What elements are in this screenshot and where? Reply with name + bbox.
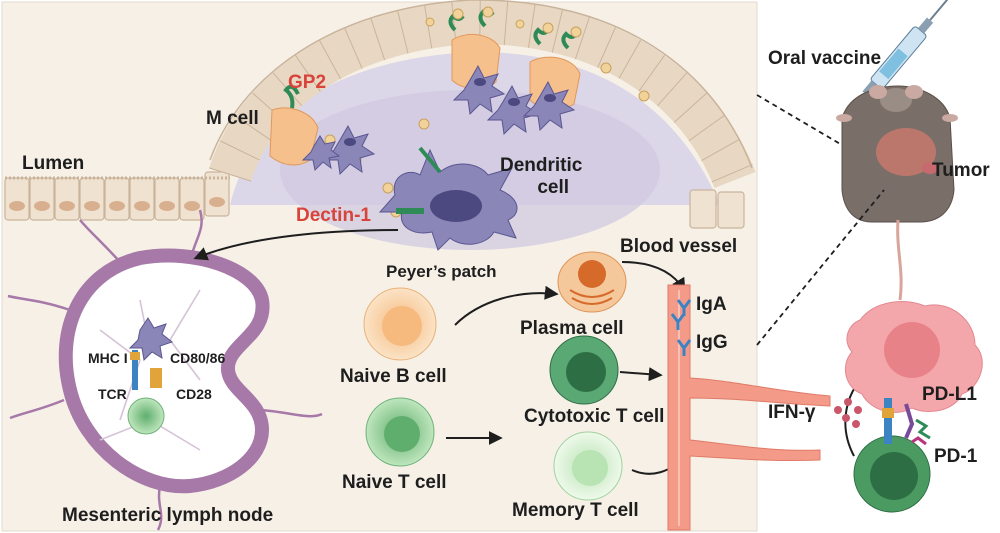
cd80-86-label: CD80/86	[170, 350, 226, 366]
epithelium-left	[4, 171, 230, 221]
peyers-patch-label: Peyer’s patch	[386, 262, 497, 281]
m-cell-label: M cell	[206, 108, 259, 129]
effector-t-cell-icon	[853, 398, 931, 513]
mhc1-label: MHC I	[88, 350, 128, 366]
naive-b-label: Naive B cell	[340, 366, 447, 387]
tumor-cell-icon	[844, 301, 983, 413]
arrow-cytotoxic-to-vessel	[619, 367, 663, 382]
epithelium-apical	[209, 0, 753, 169]
naive-t-cell-icon	[365, 397, 435, 467]
large-dendritic-cell-icon	[378, 146, 518, 251]
tcr-label: TCR	[98, 386, 127, 402]
arrow-b-to-plasma	[454, 285, 559, 326]
cytotoxic-t-cell-icon	[549, 335, 619, 405]
gp2-receptor-icon	[283, 84, 300, 109]
antibody-icon	[670, 299, 692, 356]
dendritic-line-1: Dendritic	[500, 155, 583, 176]
dectin1-label: Dectin-1	[296, 205, 371, 226]
blood-vessel-label: Blood vessel	[620, 236, 738, 257]
pd1-label: PD-1	[934, 446, 978, 467]
plasma-cell-icon	[557, 251, 627, 313]
iga-label: IgA	[696, 294, 727, 315]
dc-nuclei	[344, 78, 556, 146]
antigen-particles	[324, 6, 650, 218]
gp2-label: GP2	[288, 72, 327, 93]
memory-t-cell-icon	[553, 431, 623, 501]
epithelium-arch	[209, 0, 756, 189]
cytotoxic-label: Cytotoxic T cell	[524, 406, 665, 427]
plasma-label: Plasma cell	[520, 318, 624, 339]
dashed-link-top	[756, 94, 843, 146]
naive-b-cell-icon	[363, 287, 437, 361]
lymph-node-icon	[7, 209, 323, 531]
lumen-label: Lumen	[22, 153, 85, 174]
epithelium-right	[689, 189, 745, 229]
pdl1-label: PD-L1	[922, 384, 977, 405]
oral-vaccine-label: Oral vaccine	[768, 48, 882, 69]
arrow-to-lymph-node	[193, 229, 399, 261]
memory-label: Memory T cell	[512, 500, 639, 521]
ifn-particles	[834, 398, 862, 428]
mouse-icon	[836, 85, 958, 301]
dashed-link-bottom	[756, 189, 885, 346]
dendritic-cell-icon	[301, 64, 576, 176]
dendritic-line-2: cell	[537, 177, 570, 198]
epithelium-nuclei-left	[9, 197, 225, 211]
tumor-label: Tumor	[932, 160, 990, 181]
naive-t-label: Naive T cell	[342, 472, 447, 493]
cd28-label: CD28	[176, 386, 212, 402]
igg-label: IgG	[696, 332, 728, 353]
mesenteric-label: Mesenteric lymph node	[62, 505, 274, 526]
ifn-label: IFN-γ	[768, 402, 816, 423]
dendritic-cell-label: Dendritic cell	[500, 155, 582, 199]
